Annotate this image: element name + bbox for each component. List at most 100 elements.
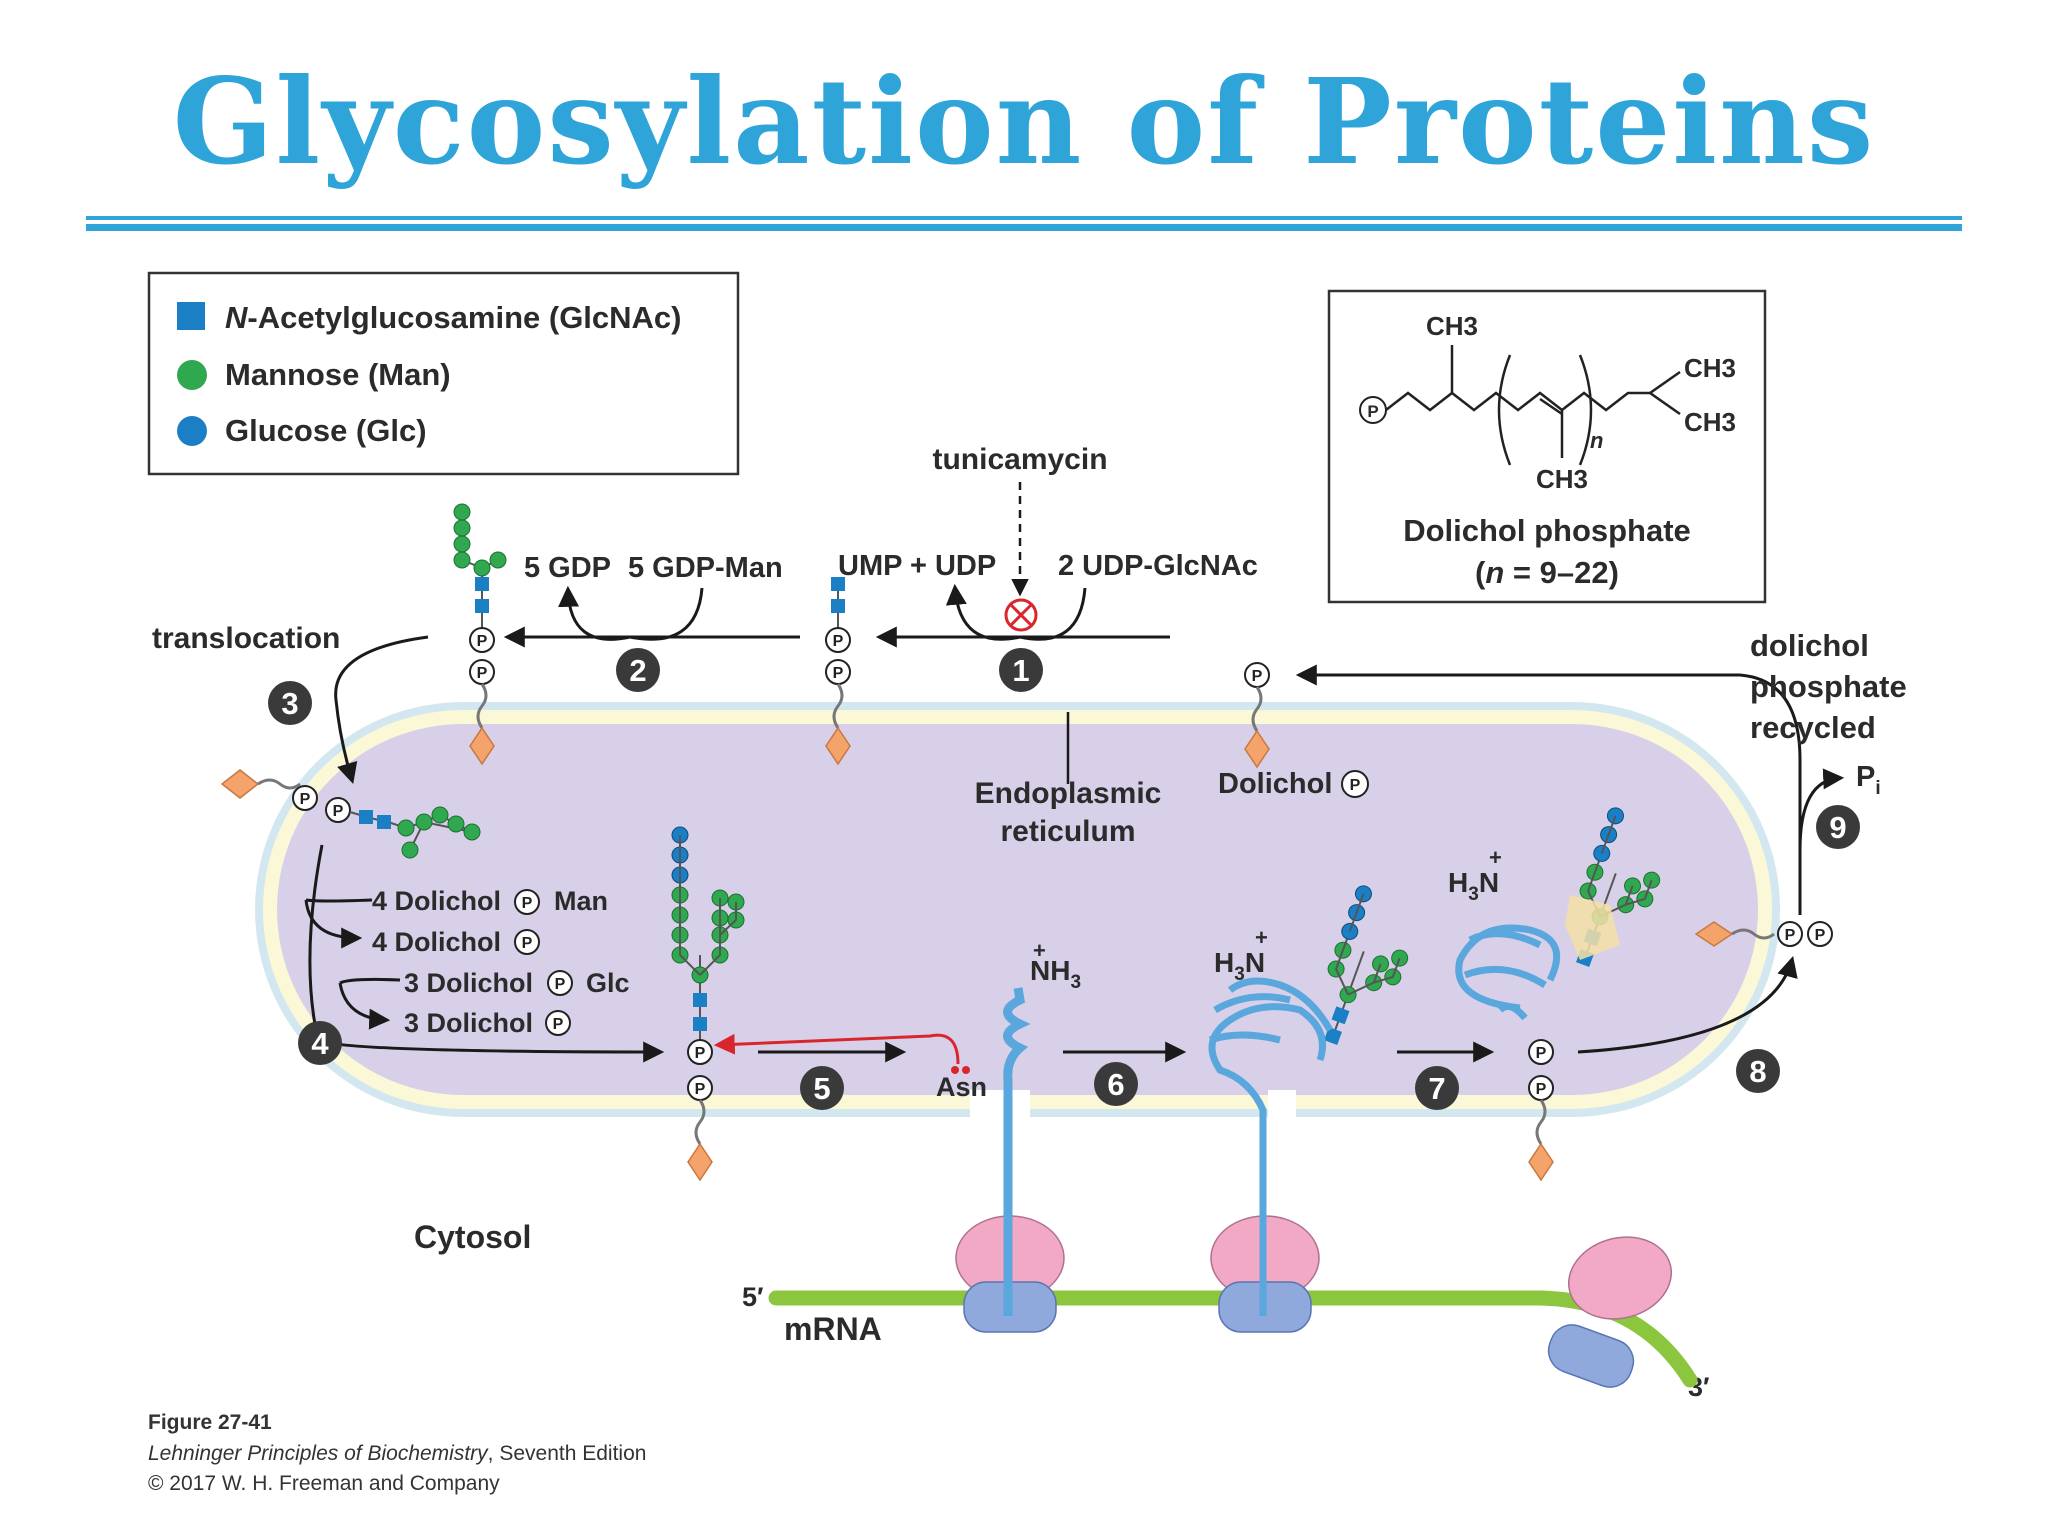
glcnac-square-icon <box>475 599 489 613</box>
mannose-circle-icon <box>177 360 207 390</box>
phosphate-icon: P <box>687 1039 713 1065</box>
svg-text:P: P <box>1815 927 1826 944</box>
svg-text:5: 5 <box>813 1071 830 1106</box>
step-6-marker: 6 <box>1094 1062 1138 1106</box>
phosphate-icon: P <box>514 929 540 955</box>
glcnac-square-icon <box>1331 1006 1350 1025</box>
dolichol-anchor-icon <box>687 1142 713 1182</box>
svg-text:mRNA: mRNA <box>784 1311 882 1347</box>
svg-text:P: P <box>553 1016 564 1033</box>
h3n-label-1: H3N <box>1214 947 1265 985</box>
step-9-marker: 9 <box>1816 805 1860 849</box>
svg-text:+: + <box>1489 845 1502 870</box>
glcnac-square-icon <box>831 599 845 613</box>
mannose-circle-icon <box>431 806 449 824</box>
mannose-circle-icon <box>447 815 465 833</box>
svg-text:5′: 5′ <box>742 1282 764 1312</box>
svg-text:P: P <box>555 976 566 993</box>
svg-text:Dolichol: Dolichol <box>1218 768 1332 800</box>
ch3-right-2: CH3 <box>1684 407 1736 437</box>
mannose-circle-icon <box>453 535 471 553</box>
svg-text:Man: Man <box>554 886 608 916</box>
step-5-marker: 5 <box>800 1066 844 1110</box>
svg-text:UMP + UDP: UMP + UDP <box>838 550 996 582</box>
phosphate-icon: P <box>825 659 851 685</box>
glcnac-square-icon <box>693 993 707 1007</box>
legend-glucose: Glucose (Glc) <box>225 413 427 448</box>
folded-protein <box>1455 924 1561 1021</box>
h3n-label-2: H3N <box>1448 867 1499 905</box>
svg-text:P: P <box>1252 668 1263 685</box>
glcnac-square-icon <box>177 302 205 330</box>
phosphate-icon: P <box>1341 770 1369 798</box>
svg-text:P: P <box>477 665 488 682</box>
phosphate-icon: P <box>1777 921 1803 947</box>
svg-text:P: P <box>1785 927 1796 944</box>
dolichol-pp-oligosaccharide: PP <box>671 826 745 1182</box>
phosphate-icon: P <box>825 627 851 653</box>
svg-text:reticulum: reticulum <box>1000 815 1135 848</box>
translation-machinery <box>768 895 1698 1388</box>
mannose-circle-icon <box>473 559 491 577</box>
glcnac-square-icon <box>475 577 489 591</box>
svg-text:P: P <box>300 791 311 808</box>
mannose-circle-icon <box>463 823 481 841</box>
svg-text:P: P <box>522 895 533 912</box>
svg-text:7: 7 <box>1428 1071 1445 1106</box>
svg-text:4 Dolichol: 4 Dolichol <box>372 886 501 916</box>
phosphate-icon: P <box>687 1075 713 1101</box>
svg-text:P: P <box>695 1045 706 1062</box>
svg-text:+: + <box>1033 938 1046 963</box>
nh3-label: NH3 <box>1030 955 1081 993</box>
svg-text:3 Dolichol: 3 Dolichol <box>404 1008 533 1038</box>
step-arrows <box>304 635 1845 1074</box>
svg-text:Lehninger Principles of Bioche: Lehninger Principles of Biochemistry, Se… <box>148 1442 646 1465</box>
svg-text:dolichol: dolichol <box>1750 628 1869 663</box>
step-2-marker: 2 <box>616 648 660 692</box>
phosphate-icon: P <box>1244 662 1270 688</box>
svg-text:P: P <box>833 665 844 682</box>
dolichol-pp-glcnac2: PP <box>825 577 851 766</box>
dolichol-range-label: (n = 9–22) <box>1475 555 1619 590</box>
svg-text:3 Dolichol: 3 Dolichol <box>404 968 533 998</box>
ch3-top: CH3 <box>1426 311 1478 341</box>
glcnac-square-icon <box>359 810 373 824</box>
ribosome-released <box>1547 1236 1673 1388</box>
svg-text:5 GDP: 5 GDP <box>524 552 611 584</box>
phosphate-icon: P <box>1528 1039 1554 1065</box>
phosphate-icon: P <box>1528 1075 1554 1101</box>
step-1-marker: 1 <box>999 648 1043 692</box>
svg-text:P: P <box>1350 777 1361 794</box>
ch3-right-1: CH3 <box>1684 353 1736 383</box>
dolichol-p: P <box>1244 662 1270 769</box>
step-8-marker: 8 <box>1736 1049 1780 1093</box>
glcnac-square-icon <box>693 1017 707 1031</box>
mannose-circle-icon <box>415 813 433 831</box>
svg-text:4 Dolichol: 4 Dolichol <box>372 927 501 957</box>
svg-text:Pi: Pi <box>1856 761 1881 799</box>
svg-text:Cytosol: Cytosol <box>414 1219 531 1255</box>
svg-text:8: 8 <box>1749 1054 1766 1089</box>
svg-text:9: 9 <box>1829 810 1846 845</box>
dolichol-pp-glcnac2-man5: PP <box>453 503 507 766</box>
glucose-circle-icon <box>177 416 207 446</box>
side-products: 4 Dolichol 4 Dolichol 3 Dolichol 3 Dolic… <box>372 770 1369 1038</box>
svg-text:P: P <box>1536 1081 1547 1098</box>
svg-text:P: P <box>695 1081 706 1098</box>
mannose-circle-icon <box>489 551 507 569</box>
misc-labels: Dolichol dolichol phosphate recycled Pi … <box>414 628 1907 1402</box>
svg-text:4: 4 <box>311 1026 329 1061</box>
dolichol-phosphate-label: Dolichol phosphate <box>1403 513 1691 548</box>
glcnac-square-icon <box>377 815 391 829</box>
phosphate-icon: P <box>545 1010 571 1036</box>
mannose-circle-icon <box>453 551 471 569</box>
svg-text:P: P <box>522 935 533 952</box>
legend-box: N-Acetylglucosamine (GlcNAc) Mannose (Ma… <box>147 271 740 476</box>
title-rule <box>86 216 1962 220</box>
legend-glcnac: N-Acetylglucosamine (GlcNAc) <box>225 300 682 335</box>
svg-text:P: P <box>833 633 844 650</box>
phosphate-icon: P <box>514 889 540 915</box>
nascent-protein-1 <box>1003 987 1031 1316</box>
page-title: Glycosylation of Proteins <box>172 52 1876 191</box>
svg-text:n: n <box>1590 428 1603 453</box>
